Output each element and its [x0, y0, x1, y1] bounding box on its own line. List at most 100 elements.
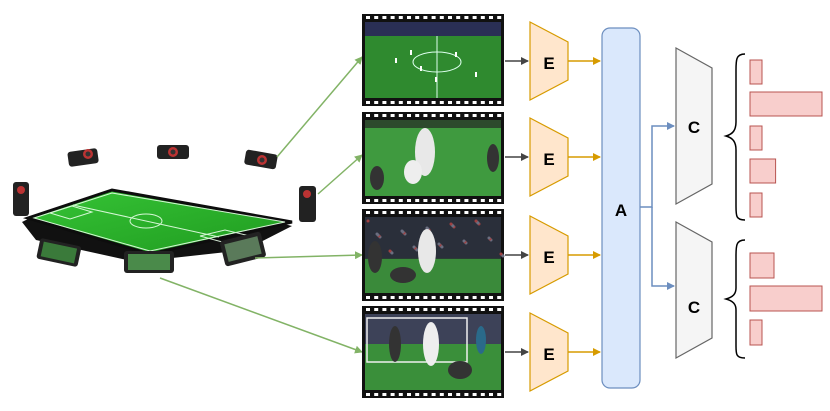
sprocket-hole: [407, 199, 411, 202]
sprocket-hole: [472, 16, 477, 19]
sprocket-hole: [489, 393, 493, 396]
sprocket-hole: [398, 16, 403, 19]
sprocket-hole: [382, 16, 387, 19]
sprocket-hole: [464, 16, 469, 19]
classifiers: C C: [675, 46, 713, 360]
encoder-label: E: [543, 150, 554, 169]
sprocket-hole: [431, 114, 436, 117]
sprocket-hole: [448, 16, 452, 19]
sprocket-hole: [448, 308, 452, 311]
sprocket-hole: [407, 393, 411, 396]
sprocket-hole: [489, 296, 493, 299]
sprocket-hole: [423, 393, 428, 396]
sprocket-hole: [439, 101, 444, 104]
sprocket-hole: [431, 199, 436, 202]
camera-left: [13, 182, 29, 216]
sprocket-hole: [439, 16, 444, 19]
sprocket-hole: [472, 199, 477, 202]
sprocket-hole: [497, 16, 502, 19]
sprocket-hole: [374, 199, 379, 202]
sprocket-hole: [448, 114, 452, 117]
sprocket-hole: [431, 393, 436, 396]
sprocket-hole: [456, 296, 461, 299]
sprocket-hole: [398, 296, 403, 299]
sprocket-hole: [448, 393, 452, 396]
sprocket-hole: [415, 211, 420, 214]
encoder-shape: [529, 117, 569, 197]
view-to-encoder-arrows: [505, 57, 529, 356]
aggregator-label: A: [615, 201, 627, 220]
sprocket-hole: [489, 211, 493, 214]
sprocket-hole: [464, 296, 469, 299]
histogram-2: [749, 252, 823, 346]
sprocket-hole: [390, 101, 395, 104]
sprocket-hole: [390, 393, 395, 396]
encoders: E E E E: [529, 21, 569, 392]
sprocket-hole: [497, 199, 502, 202]
sprocket-hole: [366, 296, 370, 299]
sprocket-hole: [456, 199, 461, 202]
encoder-to-aggregator-arrows: [568, 57, 601, 356]
sprocket-hole: [448, 199, 452, 202]
sprocket-hole: [497, 308, 502, 311]
sprocket-hole: [415, 199, 420, 202]
histogram-bar: [749, 252, 775, 279]
histogram-bar: [749, 192, 763, 218]
sprocket-hole: [366, 16, 370, 19]
camera-top-left: [67, 148, 99, 167]
encoder-shape: [529, 215, 569, 295]
sprocket-hole: [423, 211, 428, 214]
sprocket-hole: [480, 308, 485, 311]
sprocket-hole: [398, 308, 403, 311]
camera-top-right: [244, 149, 278, 170]
stadium-illustration: [13, 145, 316, 273]
view-filmstrip-2: [362, 112, 504, 204]
sprocket-hole: [431, 211, 436, 214]
sprocket-hole: [366, 114, 370, 117]
sprocket-hole: [456, 211, 461, 214]
sprocket-hole: [398, 114, 403, 117]
sprocket-hole: [398, 211, 403, 214]
view-scene-goal-view: [365, 314, 501, 390]
sprocket-hole: [456, 308, 461, 311]
sprocket-hole: [480, 16, 485, 19]
sprocket-hole: [374, 101, 379, 104]
arrow-aggregator-classifier-2: [651, 207, 675, 290]
sprocket-hole: [439, 308, 444, 311]
sprocket-hole: [398, 101, 403, 104]
sprocket-hole: [489, 16, 493, 19]
sprocket-hole: [497, 393, 502, 396]
sprocket-hole: [382, 308, 387, 311]
sprocket-hole: [390, 114, 395, 117]
camera-bottom-right: [220, 231, 266, 267]
aggregator: A: [601, 27, 641, 389]
sprocket-hole: [431, 308, 436, 311]
encoder-label: E: [543, 54, 554, 73]
sprocket-hole: [456, 101, 461, 104]
histogram-bar: [749, 319, 763, 346]
sprocket-hole: [464, 199, 469, 202]
encoder-shape: [529, 312, 569, 392]
sprocket-hole: [398, 393, 403, 396]
sprocket-hole: [489, 101, 493, 104]
view-filmstrips: [362, 14, 505, 398]
sprocket-hole: [464, 114, 469, 117]
sprocket-hole: [415, 308, 420, 311]
arrow-to-view-2: [317, 154, 363, 195]
sprocket-hole: [366, 308, 370, 311]
sprocket-hole: [423, 114, 428, 117]
encoder-3: E: [529, 215, 569, 295]
sprocket-hole: [480, 393, 485, 396]
view-filmstrip-1: [362, 14, 504, 106]
sprocket-hole: [407, 101, 411, 104]
sprocket-hole: [407, 211, 411, 214]
view-scene-close-up: [365, 120, 501, 196]
histogram-bar: [749, 285, 823, 312]
sprocket-hole: [472, 211, 477, 214]
sprocket-hole: [480, 211, 485, 214]
sprocket-hole: [431, 296, 436, 299]
view-scene-crowd-view: [365, 217, 505, 293]
sprocket-hole: [480, 101, 485, 104]
